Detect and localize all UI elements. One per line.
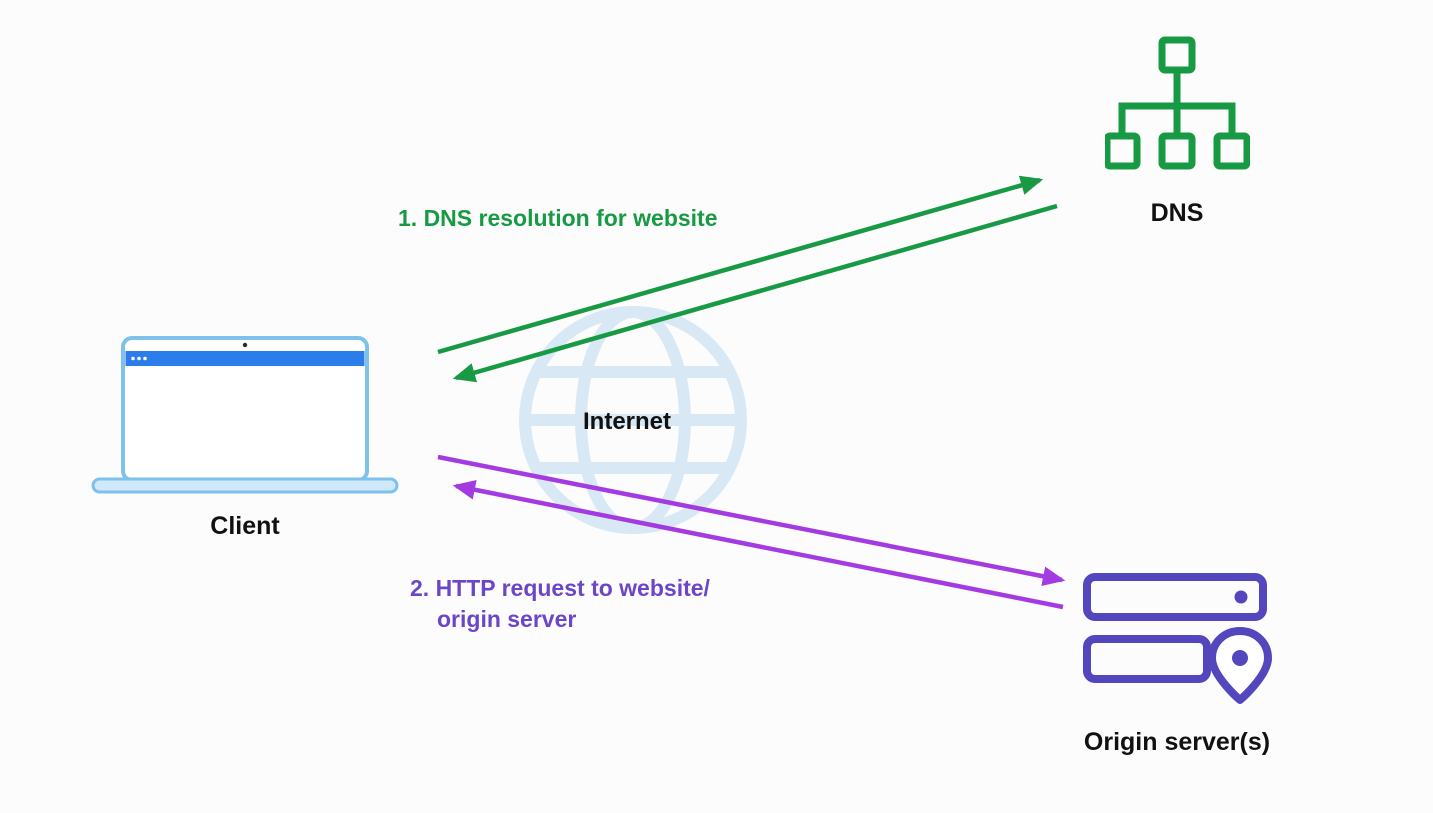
dns-step-annotation: 1. DNS resolution for website [398,205,718,231]
dns-query-arrow [437,175,1044,355]
laptop-icon [91,336,399,494]
client-node [90,333,400,495]
origin-node [1081,571,1273,707]
origin-label: Origin server(s) [1083,728,1271,756]
globe-icon [519,306,747,534]
server-location-icon [1083,573,1272,704]
dns-label: DNS [1150,199,1204,227]
client-label: Client [210,512,280,540]
http-step-line1: 2. HTTP request to website/ [410,575,710,601]
internet-label: Internet [582,408,672,435]
sitemap-icon [1105,36,1250,170]
dns-node [1105,36,1250,172]
http-step-line2: origin server [437,606,577,632]
http-step-annotation: 2. HTTP request to website/ origin serve… [410,573,710,635]
dns-response-arrow [452,203,1058,383]
http-request-arrow [437,454,1066,587]
http-response-arrow [452,480,1064,610]
internet-node [513,300,753,540]
